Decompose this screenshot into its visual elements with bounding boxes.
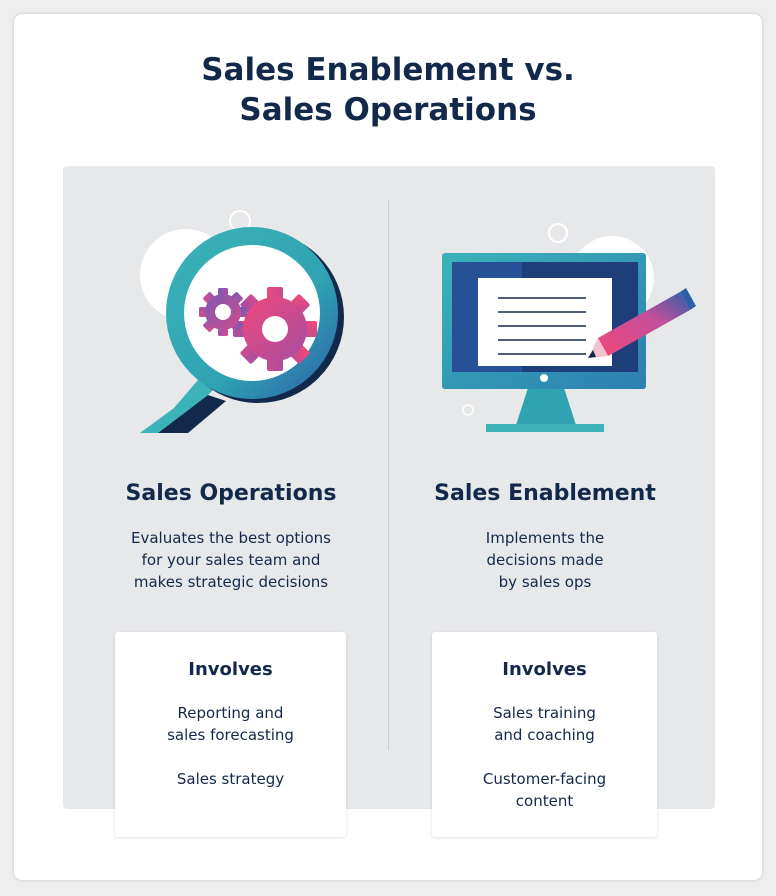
pencil (588, 288, 696, 358)
sales-enablement-involves-box: Involves Sales training and coaching Cus… (432, 632, 657, 837)
document-sheet (478, 278, 612, 366)
bubble-decor-small (462, 404, 474, 416)
involves-title: Involves (502, 659, 587, 680)
power-light (540, 374, 548, 382)
list-item: Reporting and sales forecasting (167, 704, 294, 744)
page-title: Sales Enablement vs. Sales Operations (201, 52, 575, 128)
involves-list: Reporting and sales forecasting Sales st… (115, 702, 346, 812)
bubble-decor (548, 223, 568, 243)
list-item: Sales strategy (176, 770, 285, 788)
handle-shape (140, 380, 218, 433)
sales-enablement-heading: Sales Enablement (434, 481, 656, 506)
monitor-base (486, 424, 604, 432)
column-divider (388, 200, 389, 750)
sales-operations-involves-box: Involves Reporting and sales forecasting… (115, 632, 346, 837)
involves-list: Sales training and coaching Customer-fac… (432, 702, 657, 834)
monitor-stand (516, 388, 576, 425)
monitor-pencil-icon (442, 223, 696, 432)
handle-shadow (158, 395, 226, 433)
sales-operations-heading: Sales Operations (125, 481, 337, 506)
magnifying-glass-gears-icon (140, 210, 344, 433)
sales-enablement-description: Implements the decisions made by sales o… (485, 529, 605, 591)
small-gear (199, 288, 247, 336)
list-item: Sales training and coaching (493, 704, 596, 744)
document-lines (498, 297, 586, 355)
involves-title: Involves (188, 659, 273, 680)
sales-operations-description: Evaluates the best options for your sale… (131, 529, 331, 591)
list-item: Customer-facing content (482, 770, 607, 810)
large-gear (233, 287, 317, 371)
